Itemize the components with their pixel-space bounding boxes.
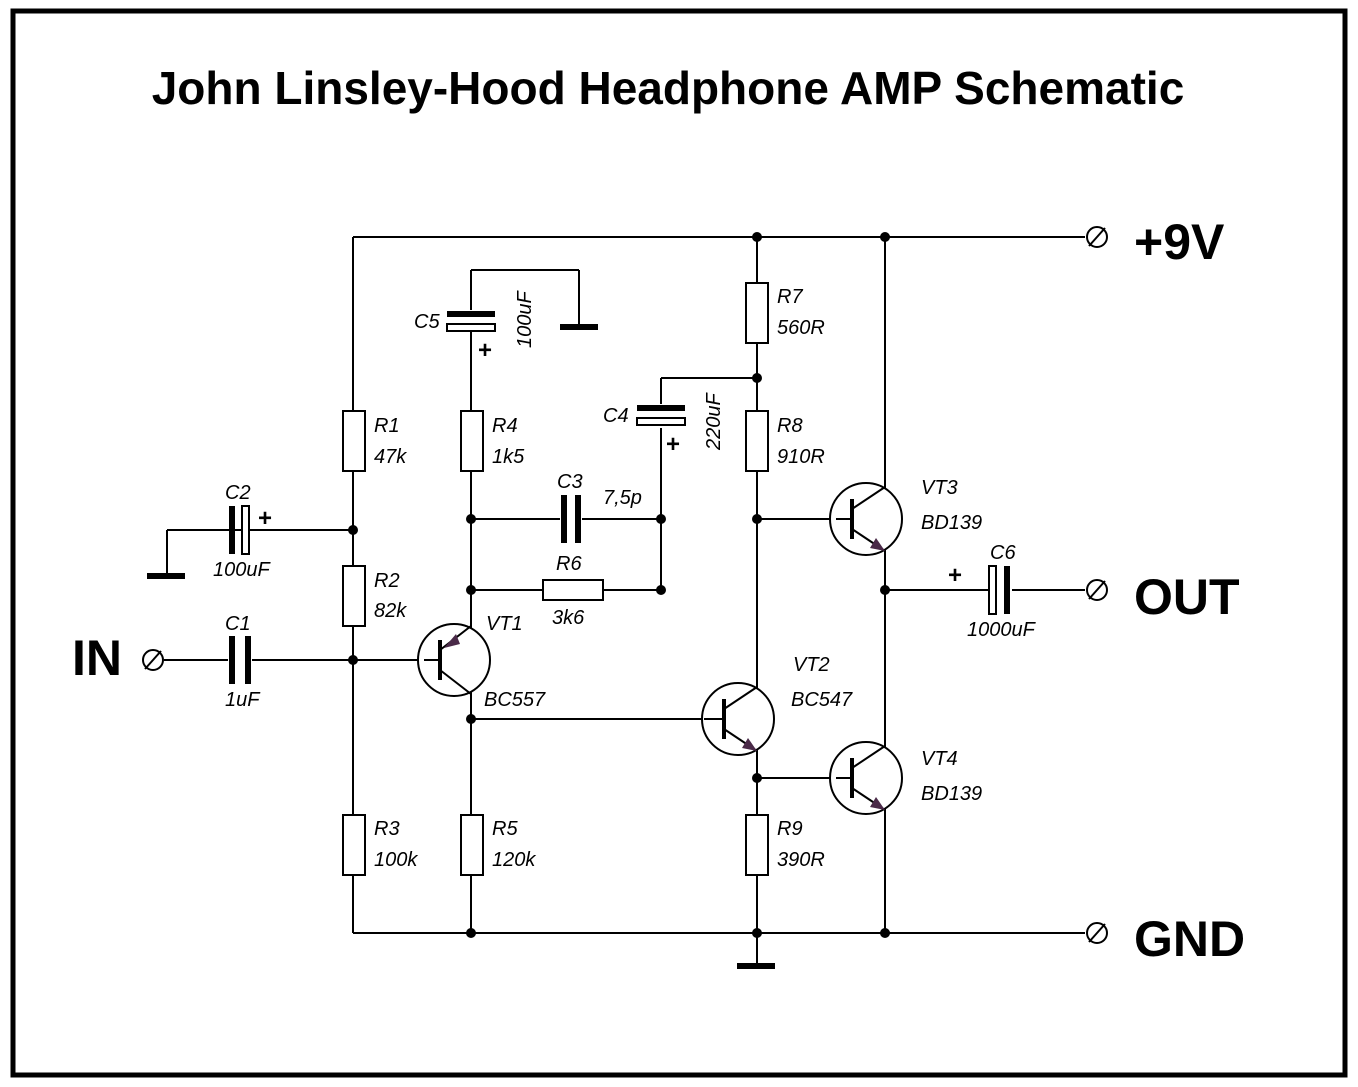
ground-symbol-c2 bbox=[147, 573, 185, 579]
transistor-vt2: VT2 BC547 bbox=[701, 654, 853, 756]
capacitor-c2: C2 100uF + bbox=[213, 482, 272, 581]
transistor-vt1: VT1 BC557 bbox=[417, 590, 546, 719]
capacitor-c6: C6 1000uF + bbox=[948, 542, 1037, 641]
svg-text:R4: R4 bbox=[492, 415, 518, 437]
svg-text:VT3: VT3 bbox=[921, 477, 958, 499]
svg-text:C1: C1 bbox=[225, 613, 251, 635]
svg-text:C2: C2 bbox=[225, 482, 251, 504]
resistor-r9: R9 390R bbox=[745, 814, 825, 876]
capacitor-c5: C5 + 100uF bbox=[414, 290, 536, 364]
frame-border bbox=[10, 8, 1348, 1078]
svg-text:R5: R5 bbox=[492, 818, 518, 840]
svg-text:+: + bbox=[478, 337, 492, 364]
svg-text:GND: GND bbox=[1134, 911, 1245, 967]
svg-text:BD139: BD139 bbox=[921, 512, 982, 534]
resistor-r3: R3 100k bbox=[342, 814, 418, 876]
svg-text:R7: R7 bbox=[777, 286, 803, 308]
svg-text:+: + bbox=[948, 562, 962, 589]
junction-dots bbox=[348, 232, 890, 938]
transistor-vt3: VT3 BD139 bbox=[829, 477, 982, 556]
ground-symbol-main bbox=[737, 963, 775, 969]
svg-text:C6: C6 bbox=[990, 542, 1016, 564]
svg-text:C4: C4 bbox=[603, 405, 629, 427]
terminal-in: IN bbox=[72, 630, 164, 686]
svg-text:BC547: BC547 bbox=[791, 689, 853, 711]
svg-text:BD139: BD139 bbox=[921, 783, 982, 805]
svg-text:+: + bbox=[258, 505, 272, 532]
svg-text:C5: C5 bbox=[414, 311, 440, 333]
svg-text:910R: 910R bbox=[777, 446, 825, 468]
wires bbox=[164, 236, 1085, 965]
resistor-r5: R5 120k bbox=[460, 814, 536, 876]
ground-symbol-c5 bbox=[560, 324, 598, 330]
svg-text:120k: 120k bbox=[492, 849, 536, 871]
resistor-r8: R8 910R bbox=[745, 410, 825, 472]
svg-text:100uF: 100uF bbox=[514, 290, 536, 348]
svg-text:47k: 47k bbox=[374, 446, 407, 468]
terminal-vplus: +9V bbox=[1086, 214, 1225, 270]
resistor-r2: R2 82k bbox=[342, 565, 407, 627]
transistor-vt4: VT4 BD139 bbox=[829, 741, 982, 815]
svg-text:VT4: VT4 bbox=[921, 748, 958, 770]
svg-text:390R: 390R bbox=[777, 849, 825, 871]
svg-text:OUT: OUT bbox=[1134, 569, 1240, 625]
resistor-r7: R7 560R bbox=[745, 282, 825, 344]
svg-text:R6: R6 bbox=[556, 553, 582, 575]
svg-text:7,5p: 7,5p bbox=[603, 487, 642, 509]
resistor-r6: R6 3k6 bbox=[542, 553, 604, 629]
svg-text:100uF: 100uF bbox=[213, 559, 271, 581]
svg-text:100k: 100k bbox=[374, 849, 418, 871]
svg-text:R2: R2 bbox=[374, 570, 400, 592]
svg-text:560R: 560R bbox=[777, 317, 825, 339]
svg-text:R3: R3 bbox=[374, 818, 400, 840]
svg-text:R8: R8 bbox=[777, 415, 803, 437]
svg-text:VT2: VT2 bbox=[793, 654, 830, 676]
resistor-r4: R4 1k5 bbox=[460, 410, 525, 472]
svg-text:1uF: 1uF bbox=[225, 689, 261, 711]
svg-text:1k5: 1k5 bbox=[492, 446, 525, 468]
svg-text:82k: 82k bbox=[374, 600, 407, 622]
svg-text:IN: IN bbox=[72, 630, 122, 686]
terminal-gnd: GND bbox=[1086, 911, 1245, 967]
svg-text:R1: R1 bbox=[374, 415, 400, 437]
svg-text:220uF: 220uF bbox=[703, 392, 725, 451]
page-title: John Linsley-Hood Headphone AMP Schemati… bbox=[152, 62, 1185, 114]
capacitor-c3: C3 7,5p bbox=[557, 471, 642, 543]
svg-text:1000uF: 1000uF bbox=[967, 619, 1037, 641]
svg-text:+: + bbox=[666, 431, 680, 458]
capacitor-c1: C1 1uF bbox=[225, 613, 261, 711]
svg-text:3k6: 3k6 bbox=[552, 607, 585, 629]
svg-text:BC557: BC557 bbox=[484, 689, 546, 711]
resistor-r1: R1 47k bbox=[342, 410, 407, 472]
svg-text:R9: R9 bbox=[777, 818, 803, 840]
svg-text:+9V: +9V bbox=[1134, 214, 1225, 270]
terminal-out: OUT bbox=[1086, 569, 1240, 625]
svg-text:VT1: VT1 bbox=[486, 613, 523, 635]
capacitor-c4: C4 + 220uF bbox=[603, 392, 725, 458]
svg-text:C3: C3 bbox=[557, 471, 583, 493]
